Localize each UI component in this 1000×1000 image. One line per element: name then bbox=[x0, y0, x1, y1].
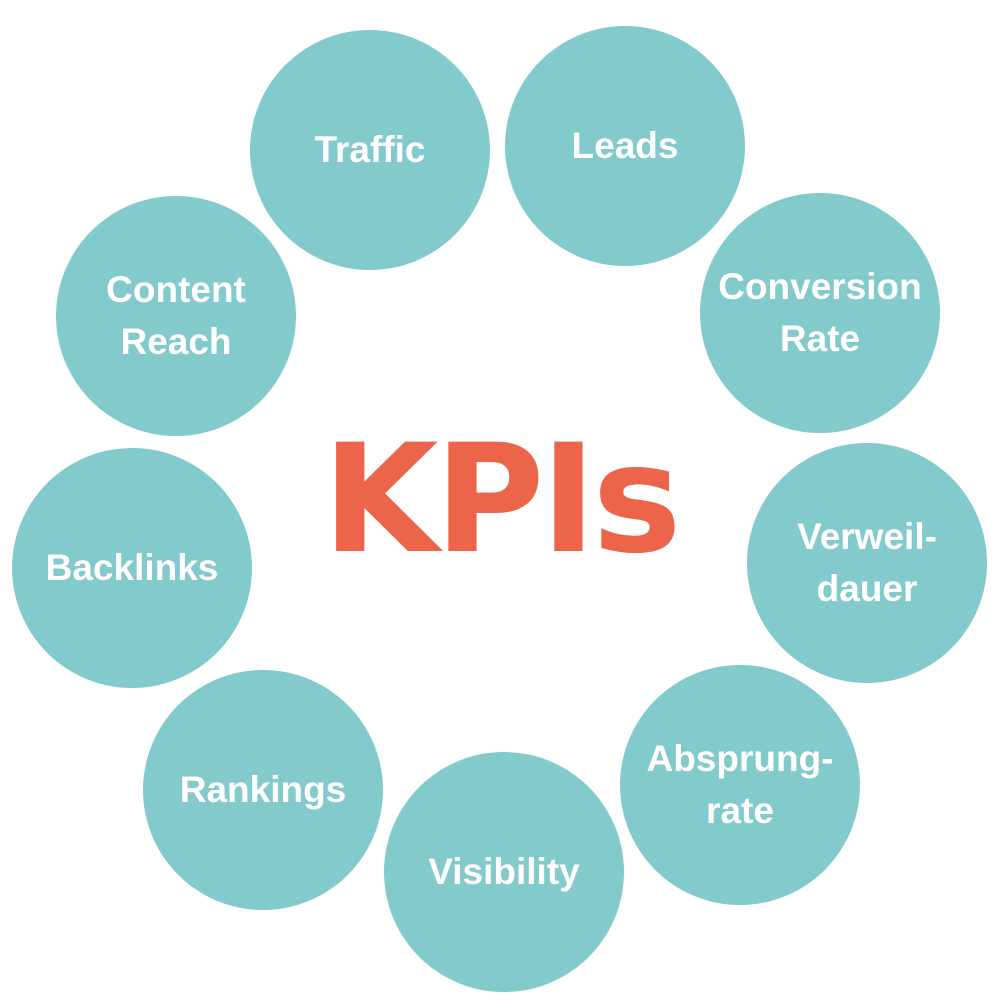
kpi-label: Verweil- dauer bbox=[797, 516, 937, 609]
kpi-label: Traffic bbox=[314, 129, 426, 170]
kpi-bubble-content-reach: Content Reach bbox=[56, 196, 296, 436]
kpi-label: Conversion Rate bbox=[718, 266, 922, 359]
kpi-bubble-traffic: Traffic bbox=[250, 30, 490, 270]
kpi-bubble-visibility: Visibility bbox=[384, 752, 624, 992]
kpi-bubble-verweildauer: Verweil- dauer bbox=[747, 443, 987, 683]
kpi-label: Rankings bbox=[179, 769, 347, 810]
kpi-label: Backlinks bbox=[45, 547, 219, 588]
kpi-bubble-rankings: Rankings bbox=[143, 670, 383, 910]
kpi-bubble-backlinks: Backlinks bbox=[12, 448, 252, 688]
kpi-bubble-absprungrate: Absprung- rate bbox=[620, 665, 860, 905]
kpi-label: Content Reach bbox=[106, 269, 246, 362]
kpi-bubble-leads: Leads bbox=[505, 26, 745, 266]
center-title: KPIs bbox=[322, 413, 681, 587]
kpi-label: Absprung- rate bbox=[646, 738, 834, 831]
kpi-bubble-conversion-rate: Conversion Rate bbox=[700, 193, 940, 433]
kpi-label: Visibility bbox=[428, 851, 580, 892]
kpi-label: Leads bbox=[571, 125, 679, 166]
